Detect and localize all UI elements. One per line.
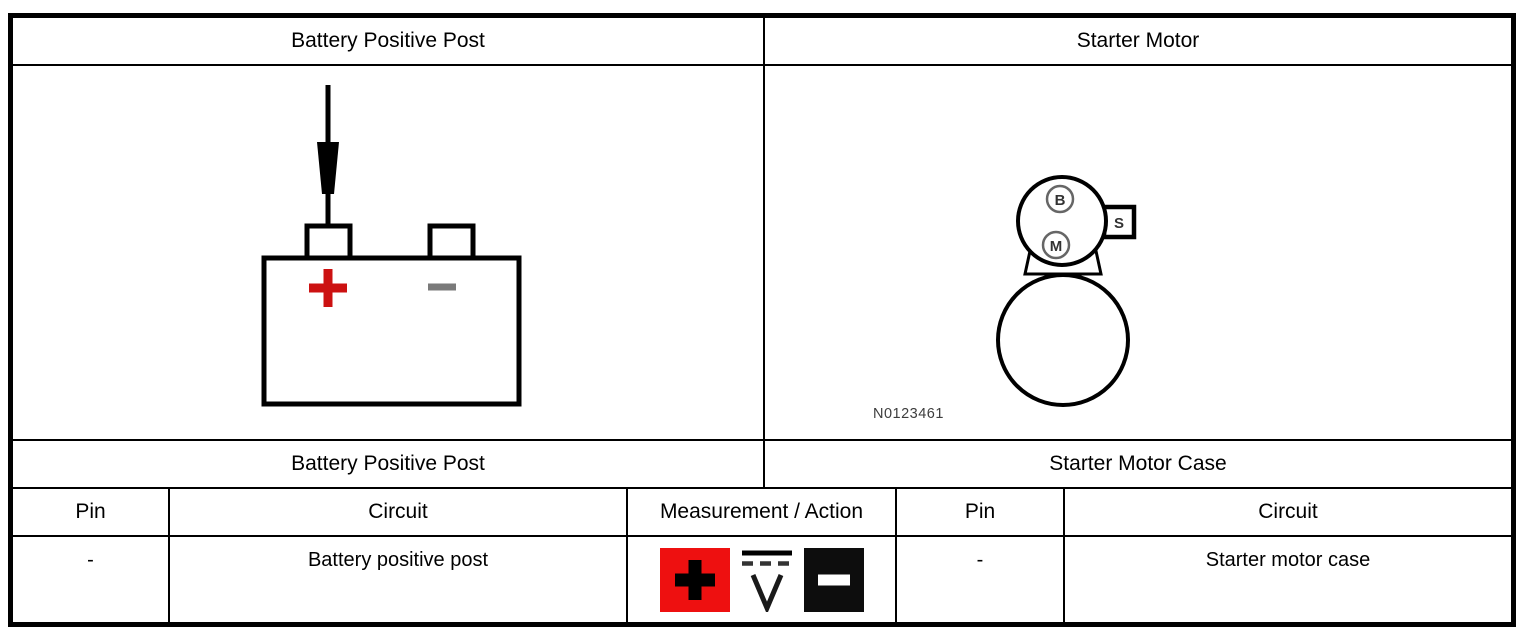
- battery-diagram-cell: [13, 66, 763, 439]
- starter-motor-case-circle: [996, 273, 1130, 407]
- battery-positive-symbol: [309, 269, 347, 307]
- starter-diagram-cell: B M S N0123461: [763, 66, 1511, 439]
- left-caption: Battery Positive Post: [291, 452, 485, 476]
- circuit-header-left: Circuit: [168, 489, 626, 535]
- starter-motor-diagram: B M S N0123461: [873, 175, 1137, 422]
- right-caption: Starter Motor Case: [763, 441, 1511, 487]
- circuit-value-right: Starter motor case: [1063, 537, 1511, 622]
- measurement-action-header: Measurement / Action: [626, 489, 895, 535]
- pin-header-left: Pin: [75, 500, 106, 524]
- connector-test-sheet: Battery Positive Post Starter Motor: [8, 13, 1516, 627]
- test-probe-body: [317, 142, 339, 194]
- caption-row: Battery Positive Post Starter Motor Case: [13, 441, 1511, 489]
- battery-positive-post-diagram: [261, 85, 522, 407]
- battery-body: [261, 255, 522, 407]
- pin-header-right: Pin: [895, 489, 1063, 535]
- negative-lead-icon: [803, 547, 864, 612]
- terminal-b-circle: [1045, 184, 1075, 214]
- circuit-header-right: Circuit: [1063, 489, 1511, 535]
- figure-id: N0123461: [873, 406, 944, 422]
- starter-solenoid-circle: [1016, 175, 1108, 267]
- panel-header-row: Battery Positive Post Starter Motor: [13, 18, 1511, 66]
- left-panel-title: Battery Positive Post: [291, 29, 485, 53]
- terminal-b-label: B: [1055, 192, 1066, 209]
- table-header-row: Pin Circuit Measurement / Action Pin Cir…: [13, 489, 1511, 537]
- terminal-s-label: S: [1114, 215, 1124, 232]
- positive-lead-icon: [659, 547, 730, 612]
- pin-value-right: -: [895, 537, 1063, 622]
- measurement-action-cell: [626, 537, 895, 622]
- dc-voltage-icon: [741, 550, 792, 612]
- battery-positive-terminal: [304, 223, 353, 261]
- right-panel-title: Starter Motor: [763, 18, 1511, 64]
- circuit-value-left: Battery positive post: [168, 537, 626, 622]
- terminal-m-label: M: [1050, 238, 1063, 255]
- terminal-m-circle: [1041, 230, 1071, 260]
- battery-negative-terminal: [427, 223, 476, 261]
- table-data-row: - Battery positive post - Starter motor …: [13, 537, 1511, 622]
- pin-value-left: -: [87, 549, 94, 571]
- diagram-row: B M S N0123461: [13, 66, 1511, 441]
